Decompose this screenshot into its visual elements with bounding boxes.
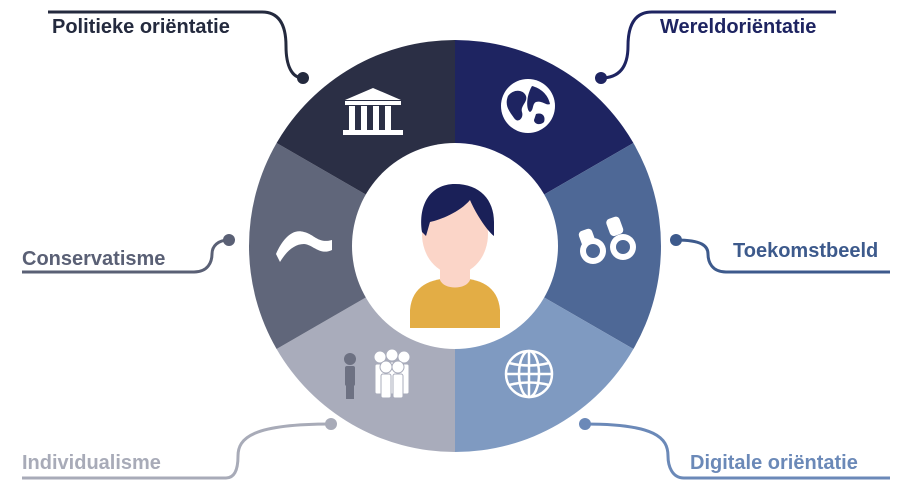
connector-individ [22, 422, 332, 480]
connector-dot-wereld [595, 72, 607, 84]
crowd-icon [344, 348, 411, 399]
wave-icon [276, 231, 332, 262]
connector-dot-digitaal [579, 418, 591, 430]
connector-digitaal [584, 422, 890, 480]
connector-politiek [48, 10, 304, 80]
label-individualisme: Individualisme [22, 452, 161, 474]
label-wereldorientatie: Wereldoriëntatie [660, 16, 817, 38]
binoculars-icon [578, 216, 636, 264]
connector-dot-conserv [223, 234, 235, 246]
label-digitale-orientatie: Digitale oriëntatie [690, 452, 858, 474]
connector-dot-toekomst [670, 234, 682, 246]
connector-toekomst [675, 238, 890, 274]
label-politieke-orientatie: Politieke oriëntatie [52, 16, 230, 38]
world-grid-icon [504, 349, 554, 399]
label-conservatisme: Conservatisme [22, 248, 166, 270]
label-toekomstbeeld: Toekomstbeeld [733, 240, 879, 262]
connector-dot-politiek [297, 72, 309, 84]
connector-wereld [600, 10, 836, 80]
connector-conserv [22, 238, 230, 274]
globe-icon [501, 79, 555, 133]
government-building-icon [343, 88, 403, 135]
connector-dot-individ [325, 418, 337, 430]
connector-lines [22, 10, 890, 480]
person-avatar-icon [410, 184, 500, 328]
